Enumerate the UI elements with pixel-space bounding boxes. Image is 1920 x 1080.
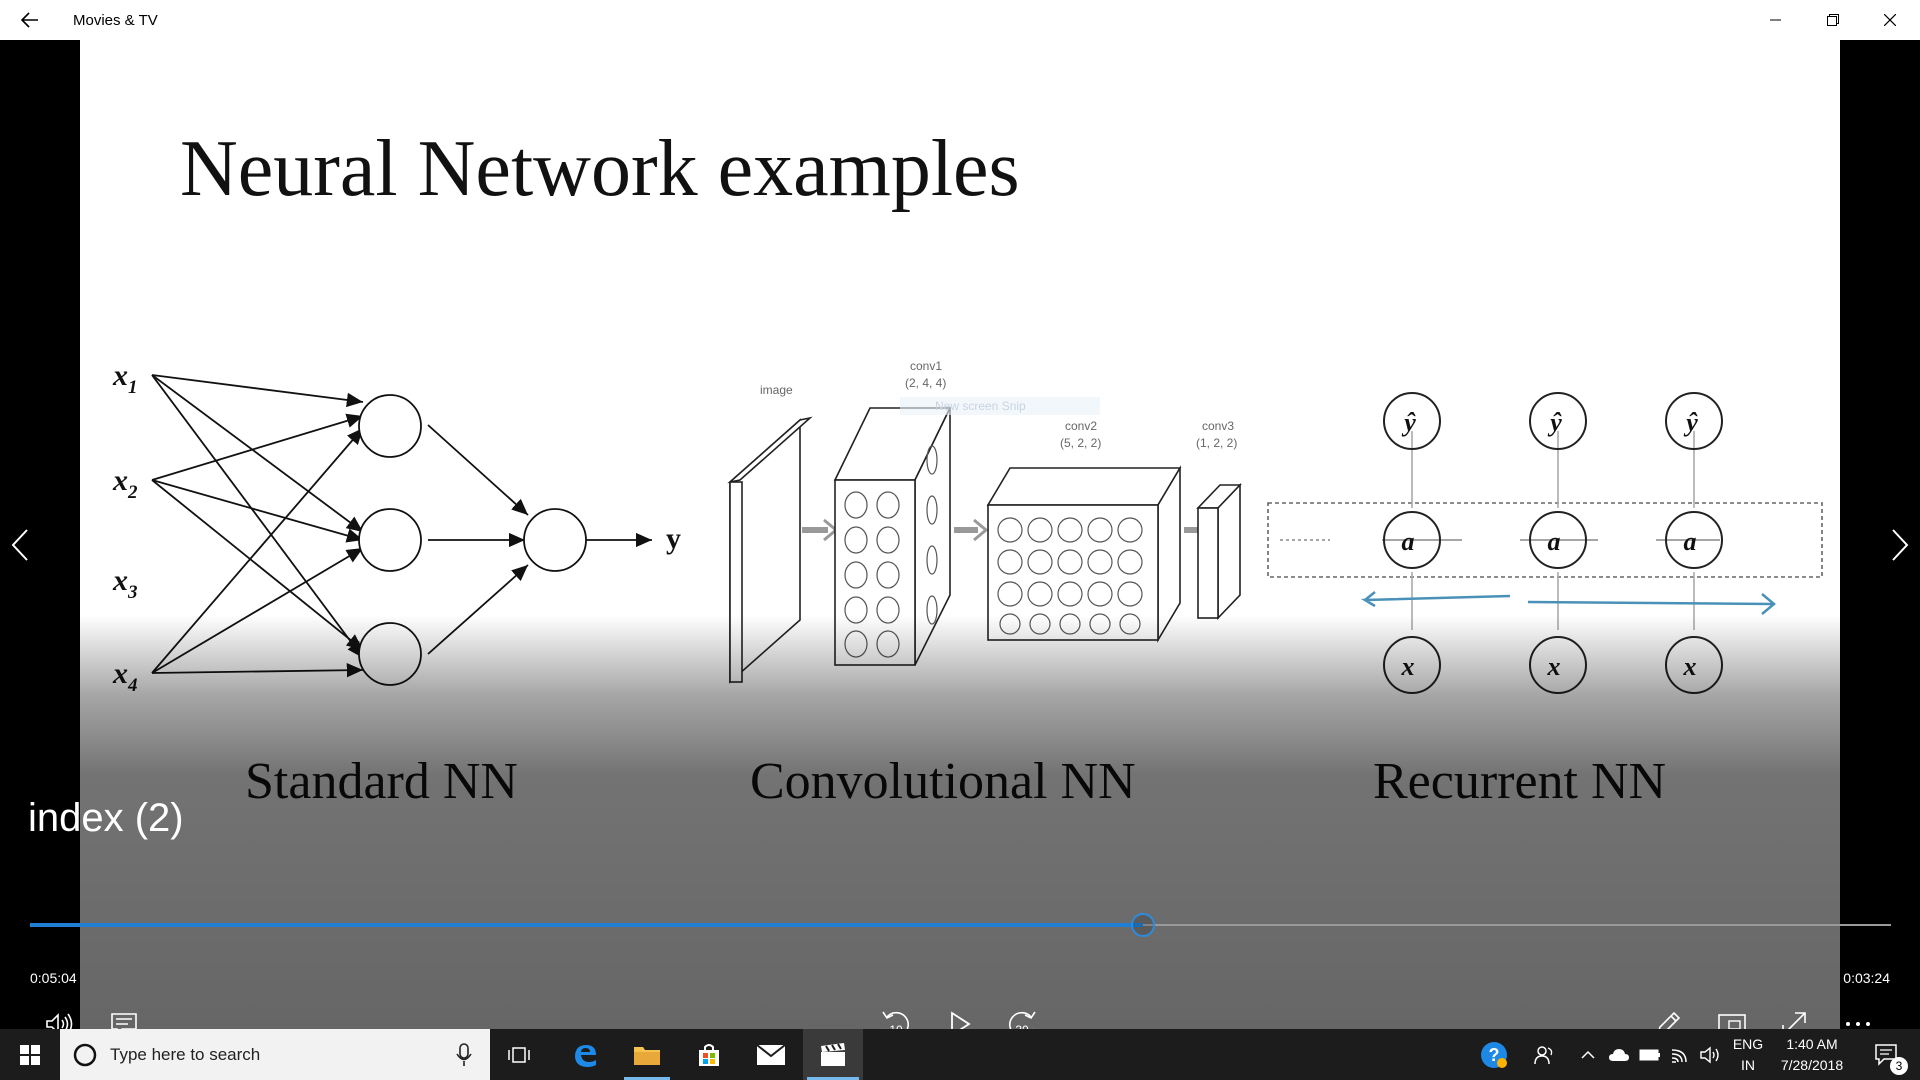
caption-recurrent-nn: Recurrent NN: [1373, 753, 1666, 810]
svg-text:x: x: [1547, 652, 1561, 681]
search-placeholder: Type here to search: [110, 1045, 261, 1064]
svg-text:ŷ: ŷ: [1547, 408, 1562, 437]
rnn-node-glyphs: ŷ ŷ ŷ a a a x x x: [1401, 408, 1699, 681]
show-hidden-icons-button[interactable]: [1576, 1029, 1600, 1080]
close-button[interactable]: [1862, 0, 1918, 40]
standard-nn-diagram: [151, 374, 652, 686]
remaining-time: 0:03:24: [1843, 970, 1890, 986]
input-x3-label: x3: [112, 564, 138, 603]
svg-text:ŷ: ŷ: [1401, 408, 1416, 437]
caption-convolutional-nn: Convolutional NN: [750, 753, 1136, 810]
screen-snip-overlay: New screen Snip: [935, 399, 1026, 413]
notifications-icon: [1875, 1043, 1897, 1066]
next-button[interactable]: [1880, 510, 1920, 580]
movies-tv-taskbar-button[interactable]: [803, 1029, 863, 1080]
slide-graphic: Neural Network examples: [112, 125, 1823, 810]
conv3-label: conv3: [1202, 419, 1234, 433]
start-button[interactable]: [0, 1029, 60, 1080]
help-tray-button[interactable]: ?: [1474, 1029, 1514, 1080]
mail-icon: [756, 1043, 786, 1065]
output-y-label: y: [666, 522, 681, 555]
video-title: index (2): [28, 796, 184, 840]
minimize-icon: [1770, 19, 1781, 21]
speaker-icon: [1700, 1046, 1719, 1063]
input-x2-label: x2: [112, 464, 138, 503]
caption-standard-nn: Standard NN: [245, 753, 518, 810]
input-x4-label: x4: [112, 657, 138, 696]
input-language-bottom[interactable]: IN: [1741, 1057, 1755, 1073]
app-title: Movies & TV: [73, 12, 158, 29]
chevron-up-icon: [1581, 1050, 1595, 1059]
running-indicator: [807, 1077, 859, 1080]
conv1-dims: (2, 4, 4): [905, 376, 946, 390]
mail-taskbar-button[interactable]: [744, 1029, 798, 1080]
minimize-button[interactable]: [1748, 0, 1804, 40]
svg-text:a: a: [1402, 527, 1415, 556]
svg-text:?: ?: [1489, 1045, 1500, 1065]
seek-bar[interactable]: [30, 910, 1891, 940]
input-language-top[interactable]: ENG: [1732, 1036, 1764, 1052]
conv2-label: conv2: [1065, 419, 1097, 433]
notification-count-badge: 3: [1890, 1057, 1908, 1075]
conv-image-label: image: [760, 383, 793, 397]
previous-button[interactable]: [0, 510, 40, 580]
help-icon: ?: [1481, 1041, 1507, 1068]
search-box[interactable]: Type here to search: [60, 1029, 490, 1080]
battery-tray-icon[interactable]: [1636, 1029, 1664, 1080]
edge-icon: [575, 1044, 596, 1067]
cortana-icon: [73, 1043, 97, 1067]
more-icon: [1846, 1022, 1870, 1026]
close-icon: [1884, 14, 1896, 26]
people-button[interactable]: [1524, 1029, 1564, 1080]
battery-icon: [1639, 1049, 1660, 1060]
windows-logo-icon: [20, 1044, 40, 1065]
svg-text:a: a: [1684, 527, 1697, 556]
clock-date[interactable]: 7/28/2018: [1780, 1057, 1844, 1073]
slide-heading: Neural Network examples: [180, 125, 1020, 213]
arrow-left-icon: [21, 12, 38, 28]
cloud-icon: [1609, 1048, 1629, 1061]
conv3-dims: (1, 2, 2): [1196, 436, 1237, 450]
more-options-button[interactable]: [1834, 1000, 1882, 1048]
recurrent-nn-diagram: [1267, 392, 1823, 694]
svg-text:x: x: [1401, 652, 1415, 681]
svg-text:x: x: [1683, 652, 1697, 681]
wifi-icon: [1671, 1048, 1687, 1063]
task-view-icon: [508, 1046, 530, 1063]
restore-icon: [1827, 14, 1839, 26]
running-indicator: [624, 1077, 670, 1080]
title-bar: Movies & TV: [0, 0, 1920, 40]
people-icon: [1534, 1045, 1553, 1064]
clock-time[interactable]: 1:40 AM: [1786, 1036, 1838, 1052]
store-taskbar-button[interactable]: [682, 1029, 736, 1080]
folder-icon: [634, 1046, 660, 1065]
volume-tray-icon[interactable]: [1696, 1029, 1726, 1080]
seek-progress: [30, 923, 1143, 927]
clapperboard-icon: [821, 1042, 845, 1066]
chevron-left-icon: [11, 529, 28, 561]
taskbar: Type here to search ? ENG IN 1:40: [0, 1029, 1920, 1080]
seek-thumb[interactable]: [1130, 913, 1155, 937]
video-frame: Neural Network examples: [80, 40, 1840, 1029]
conv2-dims: (5, 2, 2): [1060, 436, 1101, 450]
svg-text:a: a: [1548, 527, 1561, 556]
elapsed-time: 0:05:04: [30, 970, 77, 986]
microphone-icon[interactable]: [456, 1043, 472, 1067]
conv1-label: conv1: [910, 359, 942, 373]
onedrive-tray-icon[interactable]: [1604, 1029, 1634, 1080]
action-center-button[interactable]: 3: [1862, 1029, 1912, 1080]
input-x1-label: x1: [112, 359, 138, 398]
conv-nn-diagram: [727, 407, 1242, 684]
restore-button[interactable]: [1805, 0, 1861, 40]
edge-taskbar-button[interactable]: [558, 1029, 612, 1080]
video-player[interactable]: Neural Network examples: [0, 40, 1920, 1038]
back-button[interactable]: [0, 0, 60, 40]
file-explorer-taskbar-button[interactable]: [620, 1029, 674, 1080]
chevron-right-icon: [1892, 529, 1909, 561]
store-icon: [699, 1043, 719, 1066]
task-view-button[interactable]: [495, 1029, 543, 1080]
svg-text:ŷ: ŷ: [1683, 408, 1698, 437]
network-tray-icon[interactable]: [1666, 1029, 1696, 1080]
